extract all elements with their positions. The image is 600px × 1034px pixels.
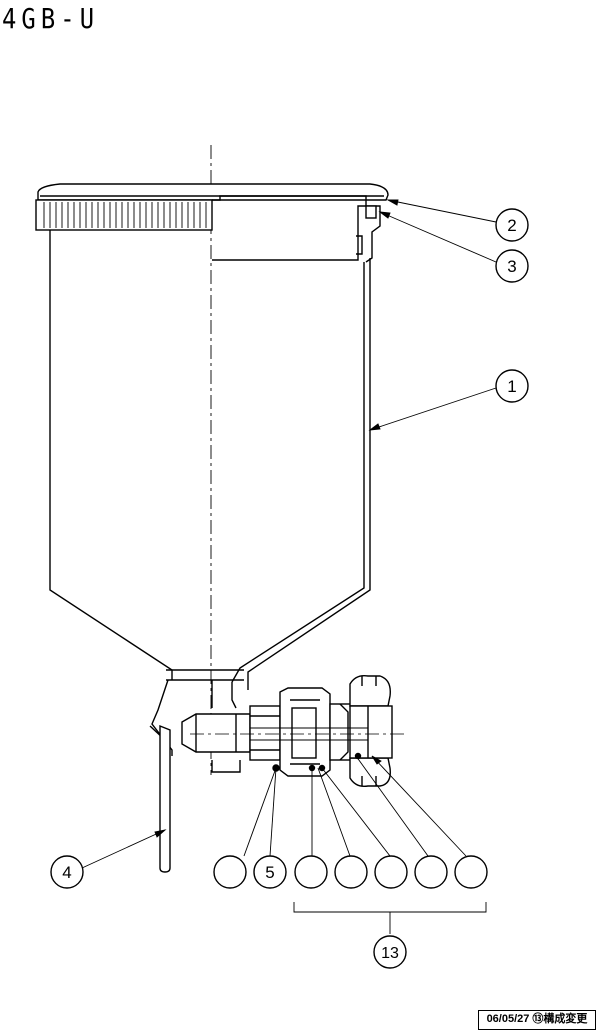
fitting-assembly (181, 674, 405, 788)
cup-body (49, 230, 371, 773)
callout-blank (374, 855, 408, 889)
callout-13: 13 (373, 935, 407, 969)
callout-blank (414, 855, 448, 889)
lid-knurling (43, 202, 207, 228)
callout-13-label: 13 (381, 945, 399, 962)
callout-1-label: 1 (507, 377, 516, 396)
leader-lines (81, 199, 497, 934)
callout-5-label: 5 (265, 863, 274, 882)
callout-5: 5 (253, 855, 287, 889)
callout-1: 1 (495, 369, 529, 403)
callout-2-label: 2 (507, 216, 516, 235)
callout-4: 4 (50, 855, 84, 889)
callout-3-label: 3 (507, 257, 516, 276)
revision-note: 06/05/27 ⑬構成変更 (478, 1010, 596, 1030)
callout-4-label: 4 (62, 863, 71, 882)
lid (35, 183, 389, 263)
callout-2: 2 (495, 208, 529, 242)
callout-3: 3 (495, 249, 529, 283)
callout-blank (213, 855, 247, 889)
drawing-title: 4GB-U (2, 2, 100, 35)
callout-blank (334, 855, 368, 889)
callout-blank (454, 855, 488, 889)
callout-blank (294, 855, 328, 889)
hanger-rod (159, 724, 171, 873)
gasket (365, 205, 377, 219)
